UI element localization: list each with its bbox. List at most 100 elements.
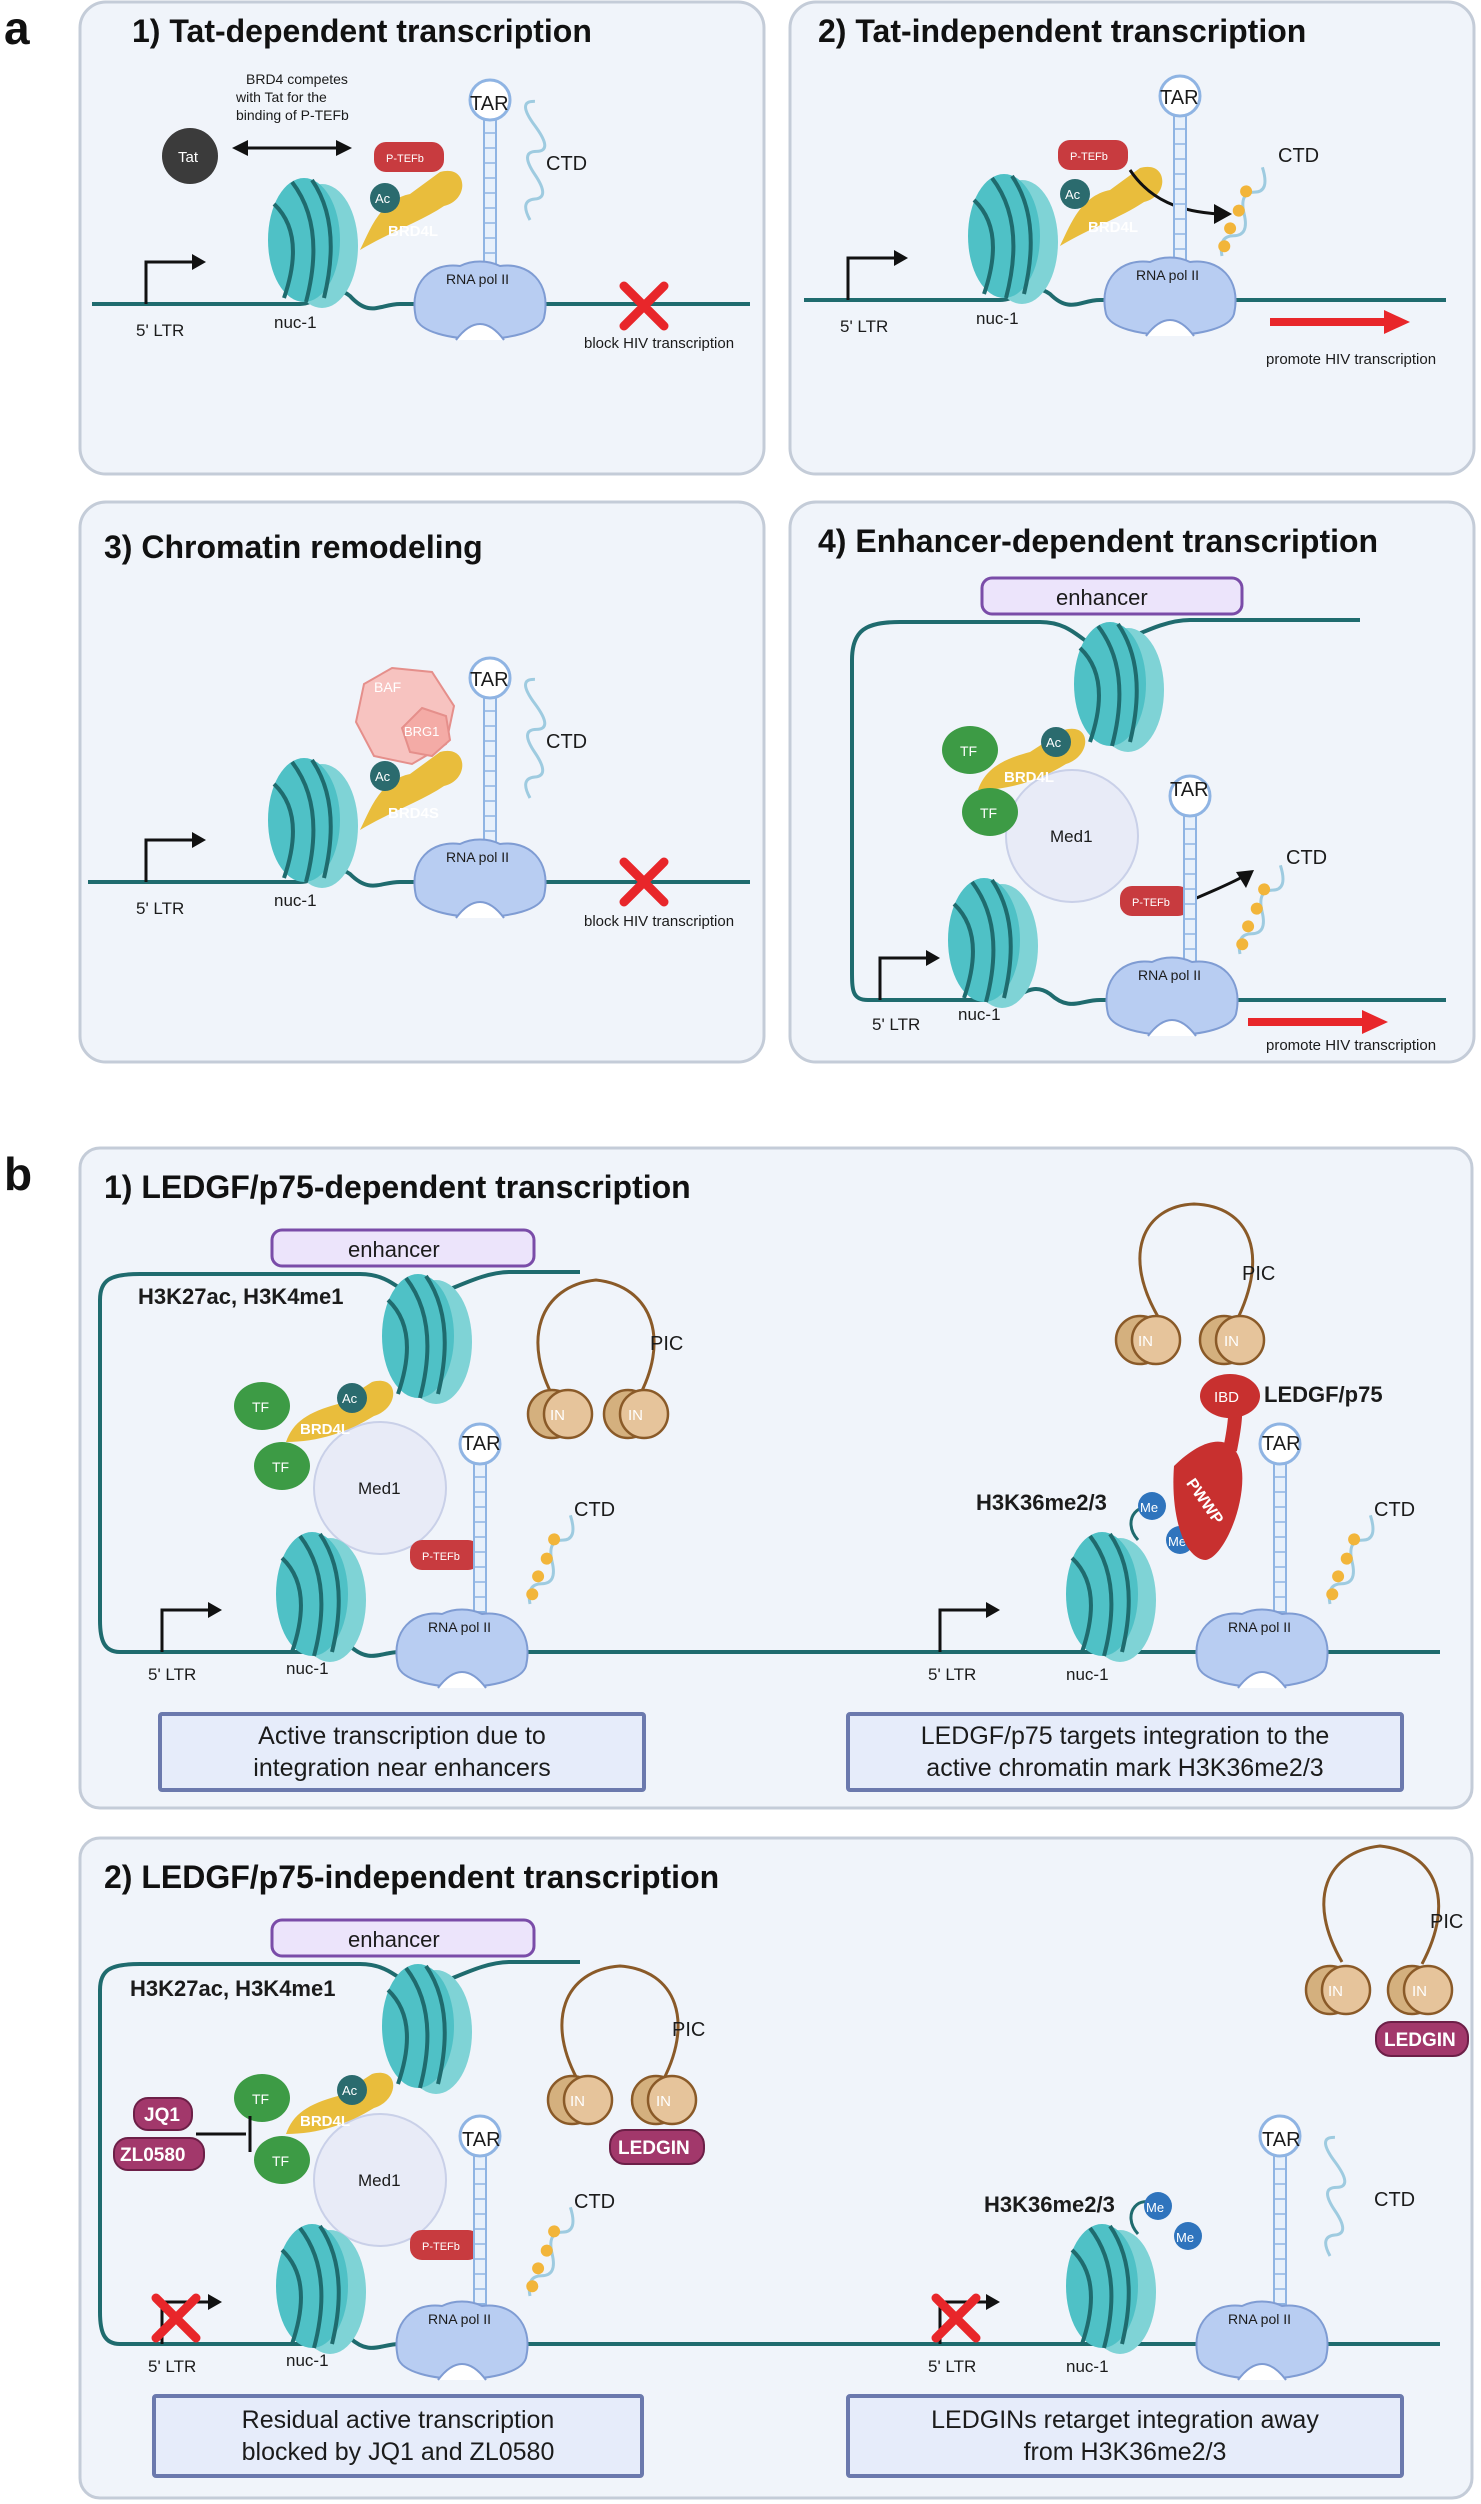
polii-a1: RNA pol II <box>446 271 509 287</box>
ptefb-b1: P-TEFb <box>422 1551 460 1563</box>
polii-a3: RNA pol II <box>446 849 509 865</box>
brd-a3: BRD4S <box>388 805 439 822</box>
ltr-b2: 5' LTR <box>148 2357 196 2376</box>
tf2-b1: TF <box>272 1459 289 1475</box>
in4-b1: IN <box>1224 1333 1239 1350</box>
tar-a4: TAR <box>1170 779 1209 801</box>
polii-a4: RNA pol II <box>1138 967 1201 983</box>
ctd-a1: CTD <box>546 153 587 175</box>
tf2-b2: TF <box>272 2153 289 2169</box>
tar-a2: TAR <box>1160 87 1199 109</box>
ac-a2: Ac <box>1065 187 1081 202</box>
tar-a3: TAR <box>470 669 509 691</box>
in3-b2: IN <box>1328 1983 1343 2000</box>
ctd-b2: CTD <box>574 2191 615 2213</box>
ptefb-b2: P-TEFb <box>422 2241 460 2253</box>
title-a4: 4) Enhancer-dependent transcription <box>818 523 1378 559</box>
ltr-a4: 5' LTR <box>872 1015 920 1034</box>
panel-b2: 2) LEDGF/p75-independent transcription e… <box>78 1836 1474 2500</box>
ptefb-a2: P-TEFb <box>1070 151 1108 163</box>
pic1-b2: PIC <box>672 2019 705 2041</box>
result-a1: block HIV transcription <box>584 335 734 352</box>
ctd2-b1: CTD <box>1374 1499 1415 1521</box>
in1-b2: IN <box>570 2093 585 2110</box>
ac-a1: Ac <box>375 191 391 206</box>
caption-b1-left-2: integration near enhancers <box>253 1754 550 1782</box>
brd4-note-2: with Tat for the <box>235 89 327 105</box>
brd-b1: BRD4L <box>300 1421 350 1438</box>
nuc-b2: nuc-1 <box>286 2351 329 2370</box>
ptefb-a4: P-TEFb <box>1132 897 1170 909</box>
panel-a3: 3) Chromatin remodeling 5' LTR nuc-1 BAF… <box>78 500 766 1064</box>
nuc-a2: nuc-1 <box>976 309 1019 328</box>
caption-b2-right-1: LEDGINs retarget integration away <box>931 2406 1319 2434</box>
result-a3: block HIV transcription <box>584 913 734 930</box>
ptefb-a1: P-TEFb <box>386 153 424 165</box>
title-b1: 1) LEDGF/p75-dependent transcription <box>104 1169 691 1205</box>
nuc-a3: nuc-1 <box>274 891 317 910</box>
in1-b1: IN <box>550 1407 565 1424</box>
ltr-a2: 5' LTR <box>840 317 888 336</box>
in2-b1: IN <box>628 1407 643 1424</box>
ctd-b1: CTD <box>574 1499 615 1521</box>
me2-b1: Me <box>1168 1534 1186 1549</box>
nuc2-b2: nuc-1 <box>1066 2357 1109 2376</box>
brd4-note-3: binding of P-TEFb <box>236 107 349 123</box>
result-a4: promote HIV transcription <box>1266 1037 1436 1054</box>
title-b2: 2) LEDGF/p75-independent transcription <box>104 1859 719 1895</box>
med1-a4: Med1 <box>1050 827 1093 846</box>
tar-b1: TAR <box>462 1433 501 1455</box>
ctd2-b2: CTD <box>1374 2189 1415 2211</box>
ctd-a2: CTD <box>1278 145 1319 167</box>
polii2-b1: RNA pol II <box>1228 1619 1291 1635</box>
tar2-b2: TAR <box>1262 2129 1301 2151</box>
caption-b1-left-1: Active transcription due to <box>258 1722 546 1750</box>
panel-b1: 1) LEDGF/p75-dependent transcription enh… <box>78 1146 1474 1810</box>
ltr2-b1: 5' LTR <box>928 1665 976 1684</box>
jq1-b2: JQ1 <box>144 2105 180 2126</box>
tf1-a4: TF <box>960 743 977 759</box>
ltr-a3: 5' LTR <box>136 899 184 918</box>
med1-b2: Med1 <box>358 2171 401 2190</box>
me1-b1: Me <box>1140 1500 1158 1515</box>
ac-a4: Ac <box>1046 735 1062 750</box>
title-a3: 3) Chromatin remodeling <box>104 529 483 565</box>
polii-b1: RNA pol II <box>428 1619 491 1635</box>
caption-b2-left-2: blocked by JQ1 and ZL0580 <box>242 2438 555 2466</box>
panel-letter-a: a <box>4 2 30 54</box>
tf1-b2: TF <box>252 2091 269 2107</box>
enhancer-a4: enhancer <box>1056 585 1148 610</box>
ledgin2-b2: LEDGIN <box>1384 2030 1456 2051</box>
panel-a1: 1) Tat-dependent transcription 5' LTR nu… <box>78 0 766 476</box>
ltr-b1: 5' LTR <box>148 1665 196 1684</box>
ledgin1-b2: LEDGIN <box>618 2138 690 2159</box>
me2-b2: Me <box>1176 2230 1194 2245</box>
tat-a1: Tat <box>178 149 199 166</box>
nuc2-b1: nuc-1 <box>1066 1665 1109 1684</box>
ltr-a1: 5' LTR <box>136 321 184 340</box>
baf-label: BAF <box>374 679 401 695</box>
h3k36-b1: H3K36me2/3 <box>976 1490 1107 1515</box>
tf2-a4: TF <box>980 805 997 821</box>
ctd-a3: CTD <box>546 731 587 753</box>
ac-b1: Ac <box>342 1391 358 1406</box>
ibd-b1: IBD <box>1214 1389 1239 1406</box>
tf1-b1: TF <box>252 1399 269 1415</box>
nuc-a4: nuc-1 <box>958 1005 1001 1024</box>
h3k36-b2: H3K36me2/3 <box>984 2192 1115 2217</box>
marks-b2: H3K27ac, H3K4me1 <box>130 1976 335 2001</box>
pic2-b1: PIC <box>1242 1263 1275 1285</box>
brd-b2: BRD4L <box>300 2113 350 2130</box>
ledgf-b1: LEDGF/p75 <box>1264 1382 1383 1407</box>
title-a2: 2) Tat-independent transcription <box>818 13 1306 49</box>
caption-b1-right-2: active chromatin mark H3K36me2/3 <box>926 1754 1323 1782</box>
nuc-a1: nuc-1 <box>274 313 317 332</box>
polii-a2: RNA pol II <box>1136 267 1199 283</box>
marks-b1: H3K27ac, H3K4me1 <box>138 1284 343 1309</box>
panel-letter-b: b <box>4 1148 32 1200</box>
tar-b2: TAR <box>462 2129 501 2151</box>
brd-a2: BRD4L <box>1088 219 1138 236</box>
nuc-b1: nuc-1 <box>286 1659 329 1678</box>
enhancer-b2: enhancer <box>348 1927 440 1952</box>
